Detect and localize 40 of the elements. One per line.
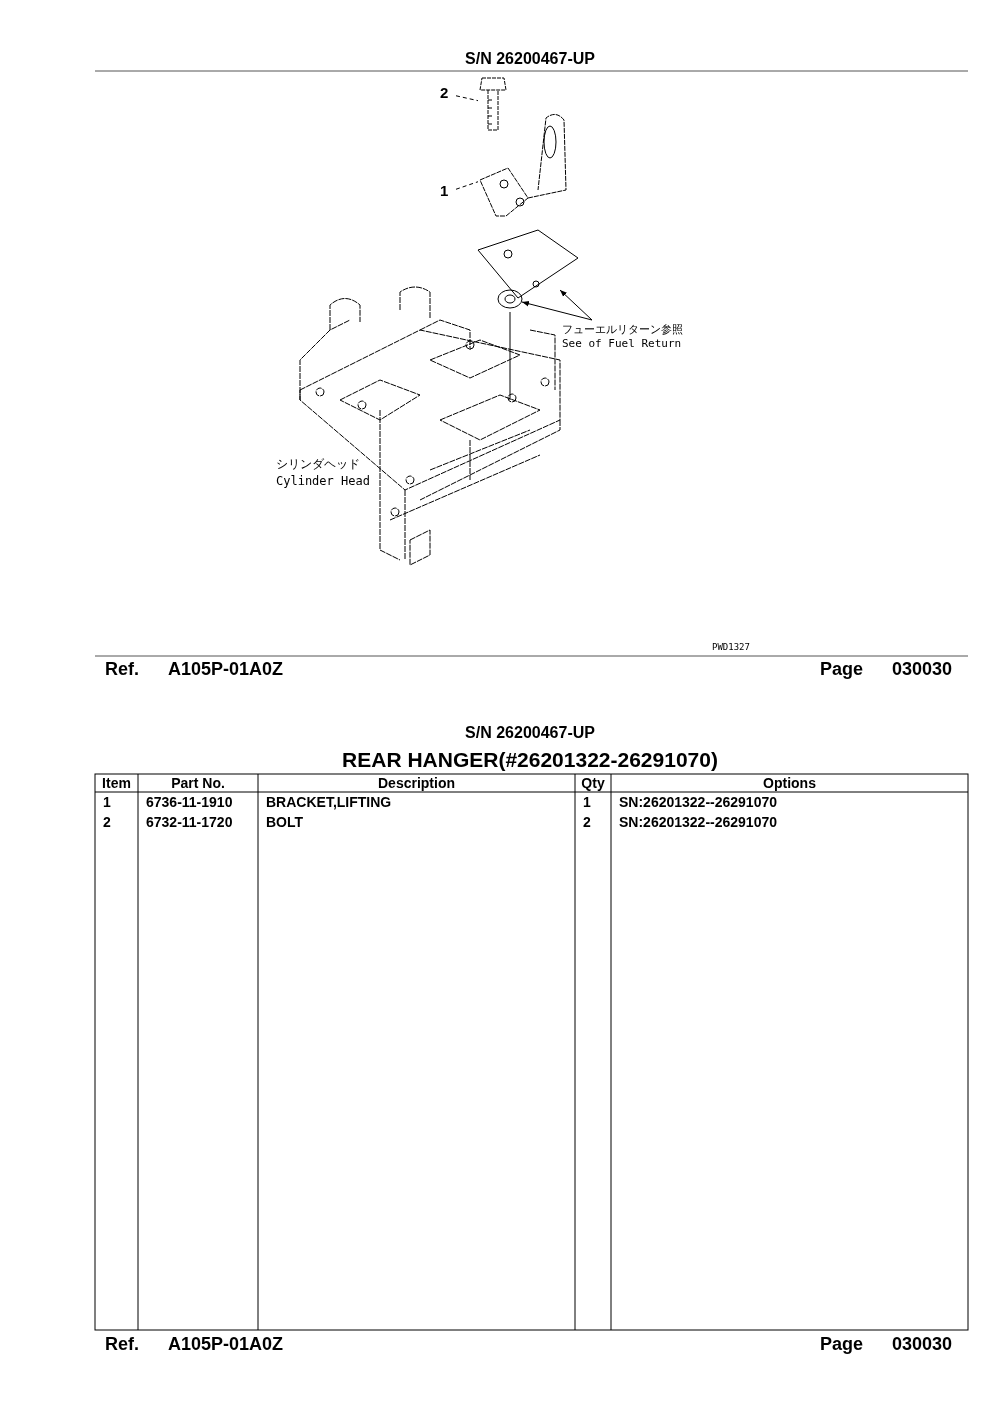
page-title: S/N 26200467-UP: [465, 50, 595, 68]
column-header: Qty: [581, 775, 605, 791]
serial-range: SN:26201322--26291070: [619, 794, 777, 810]
serial-range: SN:26201322--26291070: [619, 814, 777, 830]
section-title: REAR HANGER(#26201322-26291070): [342, 748, 718, 772]
page-label: Page: [820, 659, 864, 680]
reference-label: Ref.: [105, 1334, 139, 1355]
page-label: Page: [820, 1334, 864, 1355]
part-description: BRACKET,LIFTING: [266, 794, 392, 810]
page-number: 030030: [892, 659, 953, 680]
leader-line: [455, 181, 479, 190]
gasket-plate-drawing: [476, 228, 580, 300]
callout-number: 1: [440, 182, 456, 202]
column-header: Item: [102, 775, 131, 791]
column-header: Part No.: [171, 775, 225, 791]
section-subtitle: S/N 26200467-UP: [465, 724, 595, 742]
part-number: 6732-11-1720: [146, 814, 233, 830]
item-number: 2: [103, 814, 111, 830]
item-number: 1: [103, 794, 111, 810]
leader-line: [455, 95, 479, 102]
reference-code: A105P-01A0Z: [168, 1334, 284, 1355]
quantity: 1: [583, 794, 591, 810]
quantity: 2: [583, 814, 591, 830]
page-number: 030030: [892, 1334, 953, 1355]
note-text: See of Fuel Return: [562, 337, 682, 350]
drawing-label: シリンダヘッド: [276, 456, 360, 473]
column-header: Description: [378, 775, 455, 791]
reference-code: A105P-01A0Z: [168, 659, 284, 680]
drawing-label: Cylinder Head: [276, 474, 370, 488]
part-number: 6736-11-1910: [146, 794, 233, 810]
drawing-number: PWD1327: [712, 642, 750, 652]
arrow: [559, 289, 593, 321]
part-description: BOLT: [266, 814, 304, 830]
reference-label: Ref.: [105, 659, 139, 680]
column-header: Options: [763, 775, 816, 791]
bolt-drawing: [478, 76, 508, 132]
note-text: フューエルリターン参照: [562, 322, 683, 337]
callout-number: 2: [440, 84, 456, 104]
arrow: [521, 301, 593, 321]
washer-drawing: [496, 288, 524, 310]
